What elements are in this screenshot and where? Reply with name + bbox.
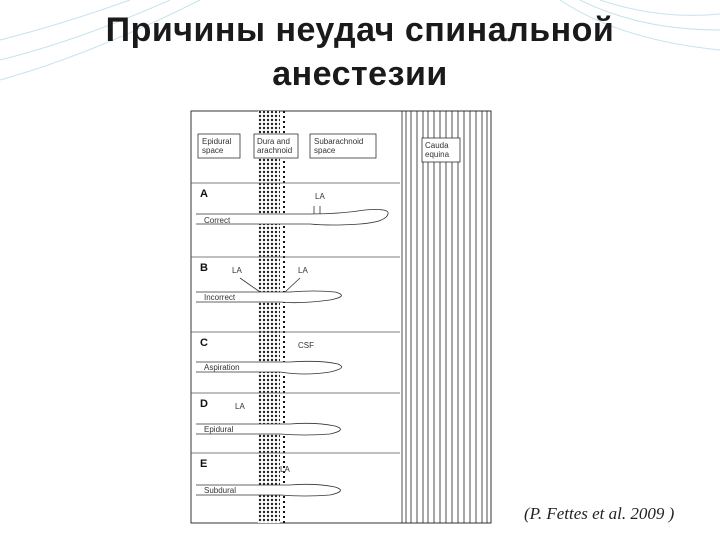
decorative-background-lines: [0, 0, 720, 81]
svg-text:LA: LA: [280, 465, 290, 474]
svg-text:Epidural: Epidural: [204, 425, 234, 434]
svg-text:arachnoid: arachnoid: [257, 146, 292, 155]
panel-c: C CSF Aspiration: [196, 337, 342, 375]
svg-text:Subarachnoid: Subarachnoid: [314, 137, 363, 146]
svg-text:A: A: [200, 188, 208, 200]
citation: (P. Fettes et al. 2009 ): [524, 504, 675, 523]
dura-arachnoid-band: [258, 111, 280, 523]
svg-text:Incorrect: Incorrect: [204, 293, 236, 302]
panel-e: E LA Subdural: [196, 458, 341, 497]
svg-text:LA: LA: [298, 266, 308, 275]
header-cauda: Cauda equina: [421, 137, 461, 163]
svg-text:LA: LA: [232, 266, 242, 275]
svg-text:Aspiration: Aspiration: [204, 363, 240, 372]
slide-title: Причины неудач спинальной анестезии: [0, 8, 720, 96]
svg-text:LA: LA: [315, 192, 325, 201]
title-line-2: анестезии: [272, 55, 448, 93]
svg-text:C: C: [200, 337, 208, 349]
title-line-1: Причины неудач спинальной: [105, 11, 615, 49]
panel-b: B LA LA Incorrect: [196, 262, 342, 304]
svg-text:Cauda: Cauda: [425, 141, 449, 150]
svg-text:Correct: Correct: [204, 216, 231, 225]
panel-d: D LA Epidural: [196, 398, 341, 436]
panel-separators: [191, 182, 400, 454]
svg-text:B: B: [200, 262, 208, 274]
figure-frame: [190, 110, 492, 524]
svg-text:LA: LA: [235, 402, 245, 411]
svg-text:space: space: [314, 146, 336, 155]
needle-d: [196, 422, 341, 436]
spinal-needle-diagram: Epidural space Dura and arachnoid Subara…: [190, 110, 492, 524]
svg-text:CSF: CSF: [298, 341, 314, 350]
svg-text:D: D: [200, 398, 208, 410]
header-dura: Dura and arachnoid: [253, 133, 299, 159]
header-epidural: Epidural space: [197, 133, 241, 159]
svg-text:equina: equina: [425, 150, 450, 159]
svg-text:E: E: [200, 458, 207, 470]
svg-text:Epidural: Epidural: [202, 137, 232, 146]
svg-text:Dura and: Dura and: [257, 137, 290, 146]
needle-b: [196, 290, 342, 304]
needle-c: [196, 360, 342, 375]
svg-text:space: space: [202, 146, 224, 155]
header-subarachnoid: Subarachnoid space: [309, 133, 377, 159]
panel-a: A Correct LA: [196, 188, 389, 226]
needle-e: [196, 483, 341, 497]
svg-text:Subdural: Subdural: [204, 486, 236, 495]
needle-a: [196, 209, 389, 226]
cauda-equina-lines: [401, 111, 488, 523]
